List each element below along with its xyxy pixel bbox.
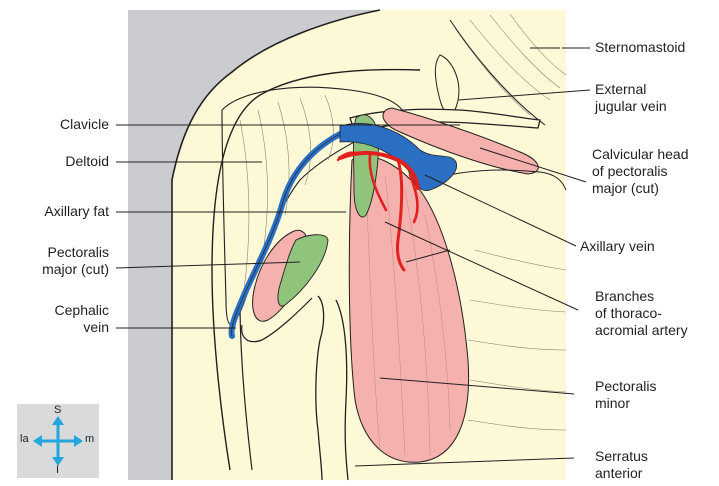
label-pectoralis-major-cut: Pectoralis major (cut) (10, 244, 109, 278)
compass-medial: m (85, 433, 94, 445)
label-pectoralis-minor: Pectoralis minor (595, 378, 656, 412)
label-clavicle: Clavicle (20, 116, 109, 133)
label-calvicular-head: Calvicular head of pectoralis major (cut… (592, 146, 689, 197)
label-external-jugular-vein: External jugular vein (595, 81, 667, 115)
label-deltoid: Deltoid (20, 153, 109, 170)
compass-superior: S (54, 404, 61, 416)
label-cephalic-vein: Cephalic vein (10, 302, 109, 336)
label-axillary-fat: Axillary fat (10, 203, 109, 220)
orientation-compass: S I la m (17, 404, 99, 478)
label-axillary-vein: Axillary vein (580, 238, 655, 255)
compass-inferior: I (56, 464, 59, 476)
label-serratus-anterior: Serratus anterior (595, 448, 648, 482)
label-sternomastoid: Sternomastoid (595, 39, 685, 56)
label-branches-artery: Branches of thoraco- acromial artery (595, 288, 688, 339)
compass-lateral: la (20, 433, 29, 445)
